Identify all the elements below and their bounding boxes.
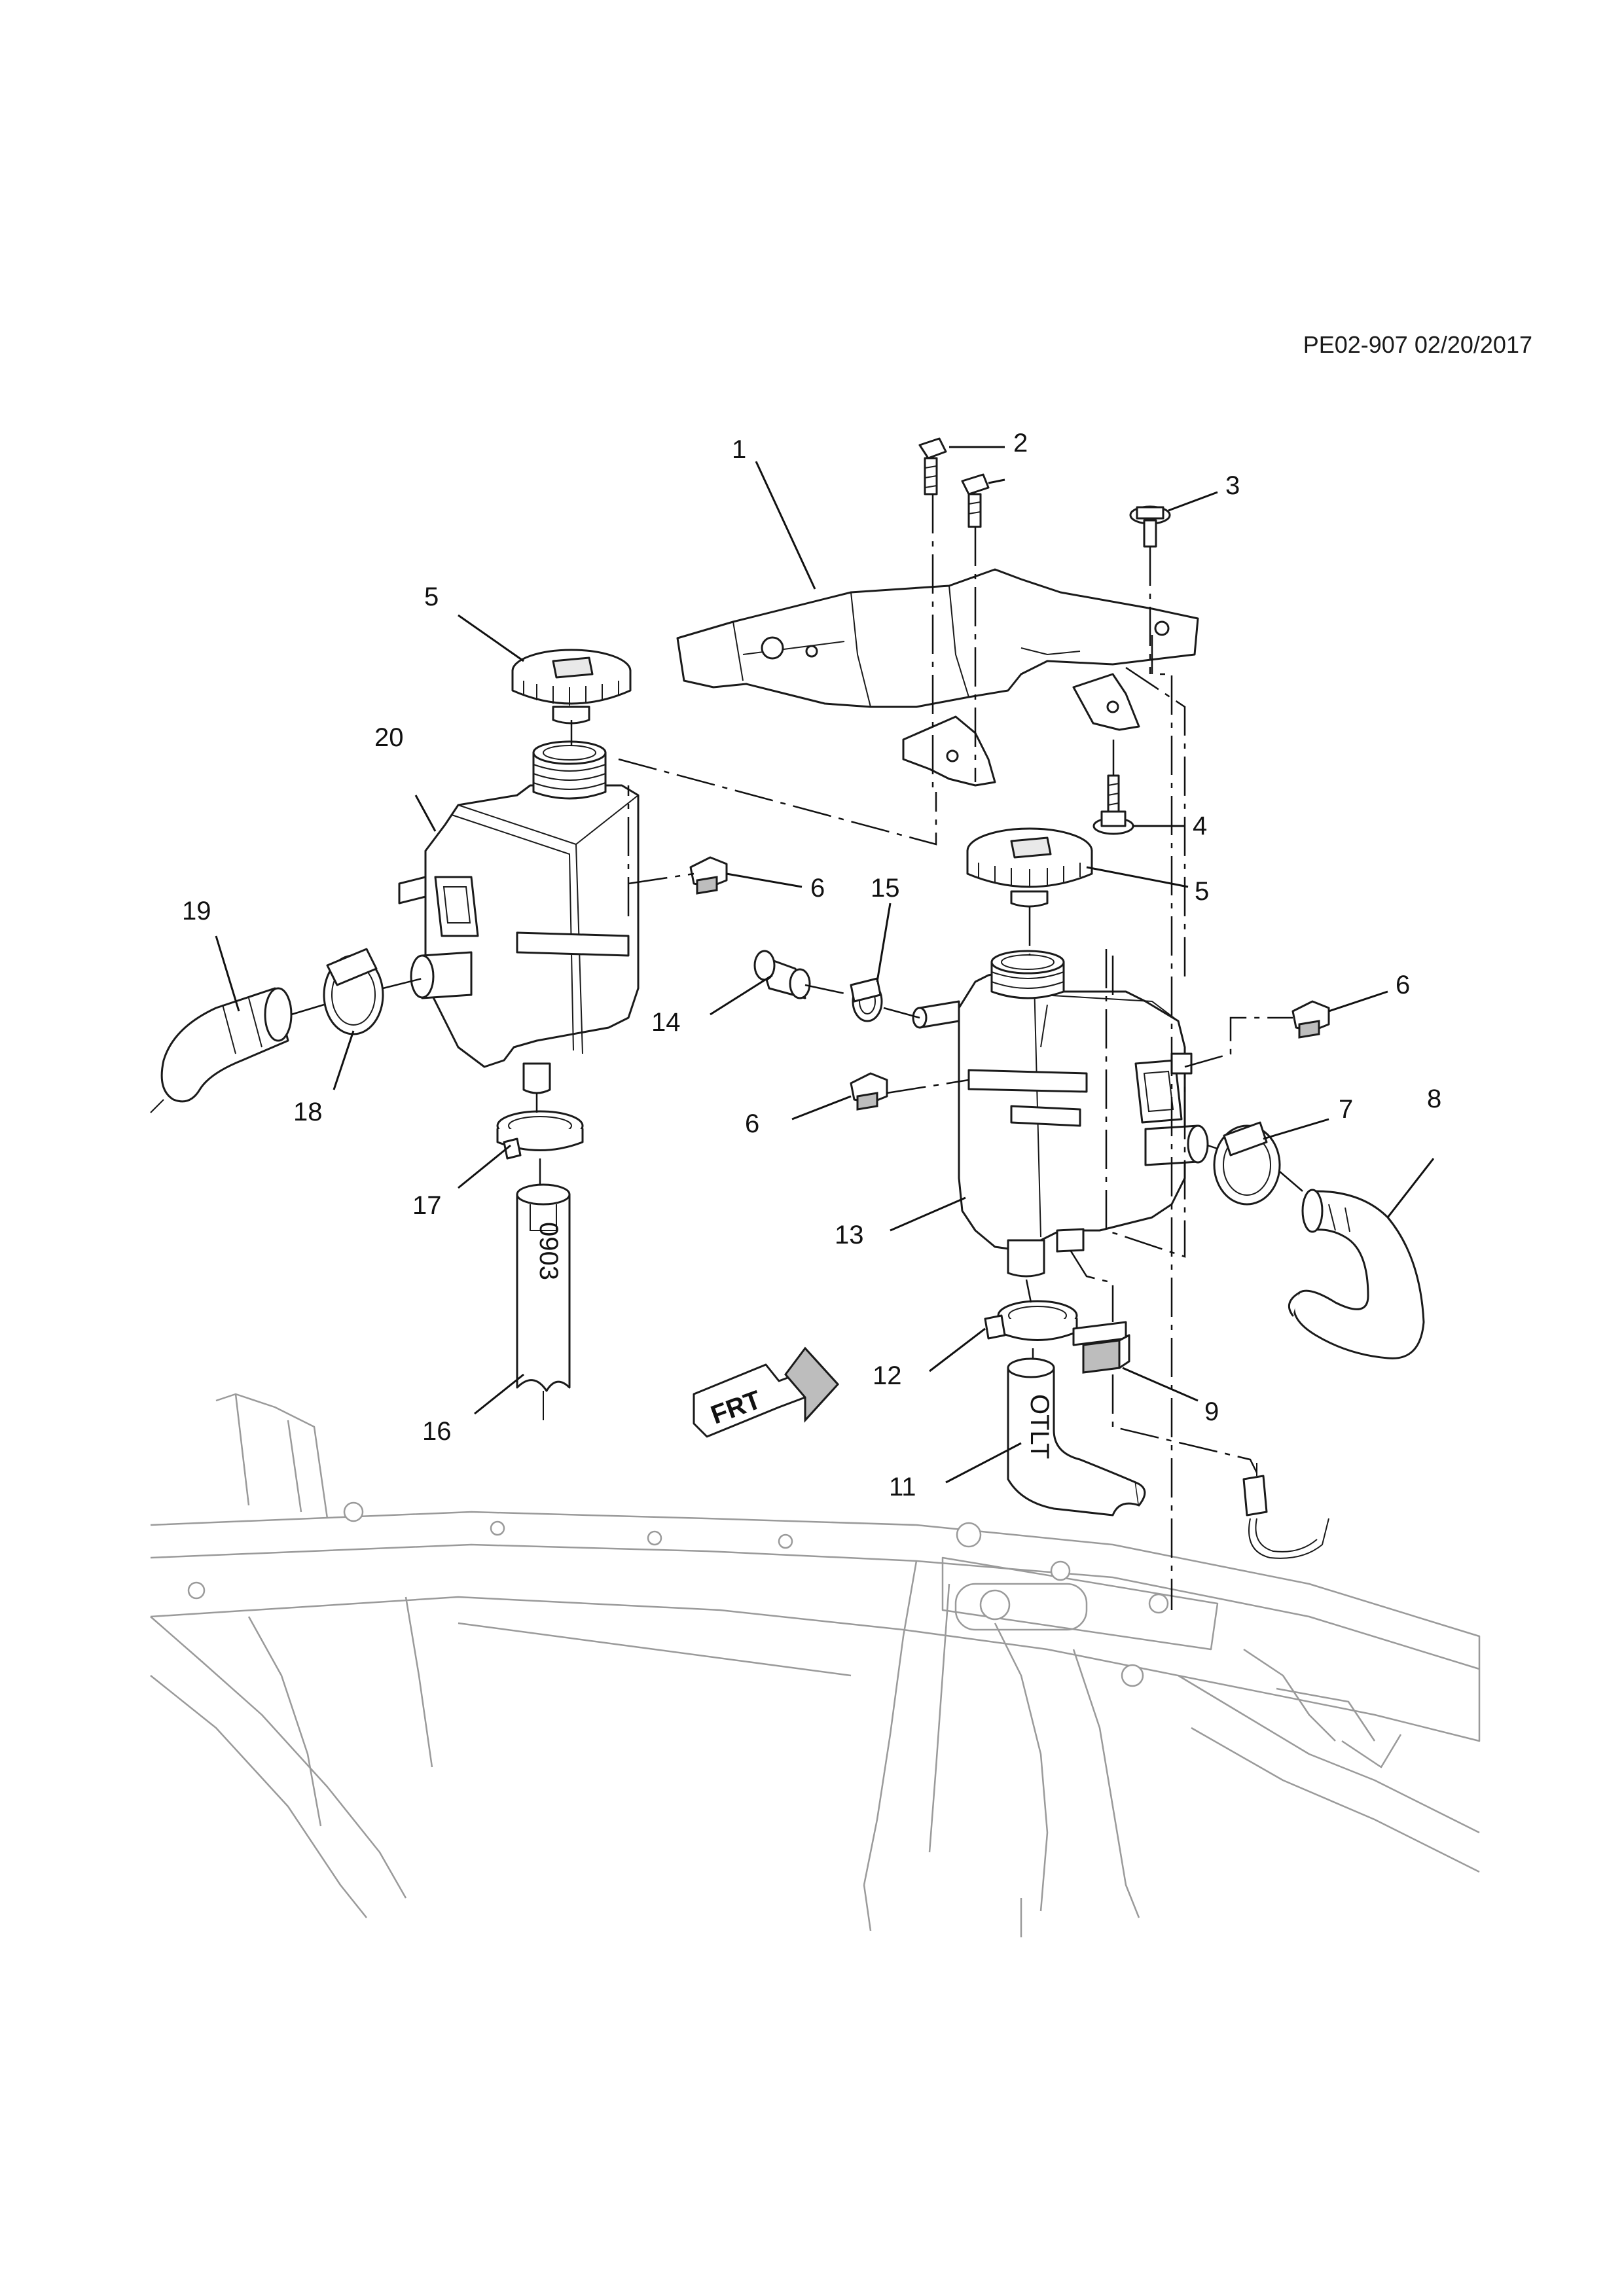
clip-6c [850,1072,888,1111]
callout-18: 18 [293,1098,323,1126]
callout-6-a: 6 [810,874,825,903]
callout-9: 9 [1204,1397,1219,1426]
callout-numbers: 1 2 3 4 5 5 6 6 6 7 8 9 11 12 13 14 15 1… [182,429,1441,1501]
callout-5-left: 5 [424,583,439,611]
mounting-bracket [676,568,1199,787]
callout-7: 7 [1339,1095,1353,1124]
callout-1: 1 [732,435,746,464]
hose-8 [1288,1189,1425,1359]
callout-17: 17 [412,1191,442,1220]
coolant-reservoir-left [398,740,640,1094]
callout-4: 4 [1193,812,1207,840]
callout-leaders [215,446,1435,1484]
bolt-4 [1092,774,1134,835]
hose-clamp-7 [1213,1121,1281,1206]
callout-2: 2 [1013,429,1028,457]
front-direction-arrow: FRT [693,1346,840,1438]
sensor-wire-connector [1242,1463,1329,1559]
callout-6-b: 6 [1396,971,1410,999]
hose-clamp-15 [850,977,883,1022]
level-sensor-9 [1072,1321,1130,1374]
clip-6b [1291,1000,1330,1039]
callout-20: 20 [374,723,404,752]
callout-5-right: 5 [1195,877,1209,906]
hose-16: 0903 [516,1183,571,1420]
callout-13: 13 [835,1221,864,1249]
hose-11: OTLT [1007,1357,1146,1516]
callout-8: 8 [1427,1085,1441,1113]
bolt-2b [961,473,990,528]
hose-clamp-18 [323,948,384,1035]
bolt-2a [918,437,947,495]
vehicle-front-frame [150,1393,1481,1937]
callout-11: 11 [889,1473,916,1501]
hose-19 [150,987,293,1113]
callout-6-c: 6 [745,1109,759,1138]
document-id-label: PE02-907 02/20/2017 [1303,331,1532,358]
hose-14 [753,950,811,999]
clip-6a [689,856,728,895]
hose-16-print: 0903 [534,1222,563,1280]
coolant-reservoir-right [912,950,1209,1278]
callout-14: 14 [651,1008,681,1037]
hose-11-print: OTLT [1025,1394,1054,1459]
callout-19: 19 [182,897,211,925]
assembly-centerlines [291,494,1303,1610]
callout-3: 3 [1225,471,1240,500]
reservoir-cap-right [966,827,1093,908]
hose-clamp-12 [984,1300,1078,1341]
reservoir-cap-left [511,649,632,725]
callout-15: 15 [871,874,900,903]
bolt-3 [1129,505,1171,548]
hose-clamp-17 [496,1110,584,1160]
callout-12: 12 [873,1361,902,1390]
callout-16: 16 [422,1417,452,1446]
